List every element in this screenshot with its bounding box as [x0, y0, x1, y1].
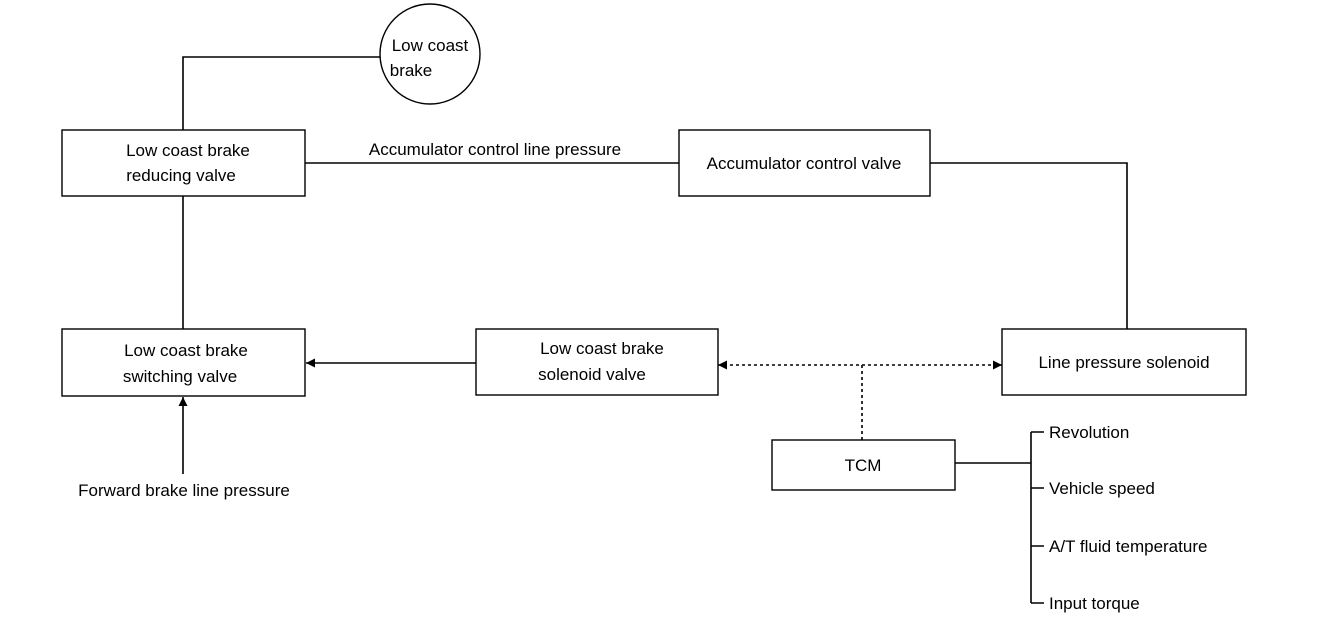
tcm-input-fluid-temperature: A/T fluid temperature	[1049, 537, 1207, 556]
reducing-valve-node: Low coast brake reducing valve	[61, 129, 306, 197]
accumulator-control-valve-node: Accumulator control valve	[678, 129, 931, 197]
wire-accumulator-to-line-solenoid	[930, 162, 1128, 329]
switching-valve-label-2: switching valve	[123, 367, 237, 386]
solenoid-valve-node: Low coast brake solenoid valve	[475, 328, 719, 396]
line-pressure-solenoid-node: Line pressure solenoid	[1001, 328, 1247, 396]
accumulator-control-valve-label: Accumulator control valve	[707, 154, 902, 173]
low-coast-brake-label-1: Low coast	[392, 36, 469, 55]
low-coast-brake-node: Low coast brake	[379, 3, 481, 105]
tcm-node: TCM	[771, 439, 956, 491]
forward-brake-line-label: Forward brake line pressure	[78, 481, 290, 500]
reducing-valve-label-1: Low coast brake	[126, 141, 250, 160]
low-coast-brake-label-2: brake	[390, 61, 433, 80]
solenoid-valve-label-1: Low coast brake	[540, 339, 664, 358]
reducing-valve-label-2: reducing valve	[126, 166, 236, 185]
wire-reducing-to-brake	[182, 56, 380, 130]
tcm-inputs: Revolution Vehicle speed A/T fluid tempe…	[1049, 423, 1207, 613]
connectors	[178, 56, 1128, 604]
switching-valve-node: Low coast brake switching valve	[61, 328, 306, 397]
tcm-input-vehicle-speed: Vehicle speed	[1049, 479, 1155, 498]
accumulator-line-label: Accumulator control line pressure	[369, 140, 621, 159]
line-pressure-solenoid-label: Line pressure solenoid	[1038, 353, 1209, 372]
switching-valve-label-1: Low coast brake	[124, 341, 248, 360]
tcm-input-torque: Input torque	[1049, 594, 1140, 613]
solenoid-valve-label-2: solenoid valve	[538, 365, 646, 384]
tcm-label: TCM	[845, 456, 882, 475]
tcm-input-revolution: Revolution	[1049, 423, 1129, 442]
tcm-input-ticks	[1031, 431, 1044, 604]
